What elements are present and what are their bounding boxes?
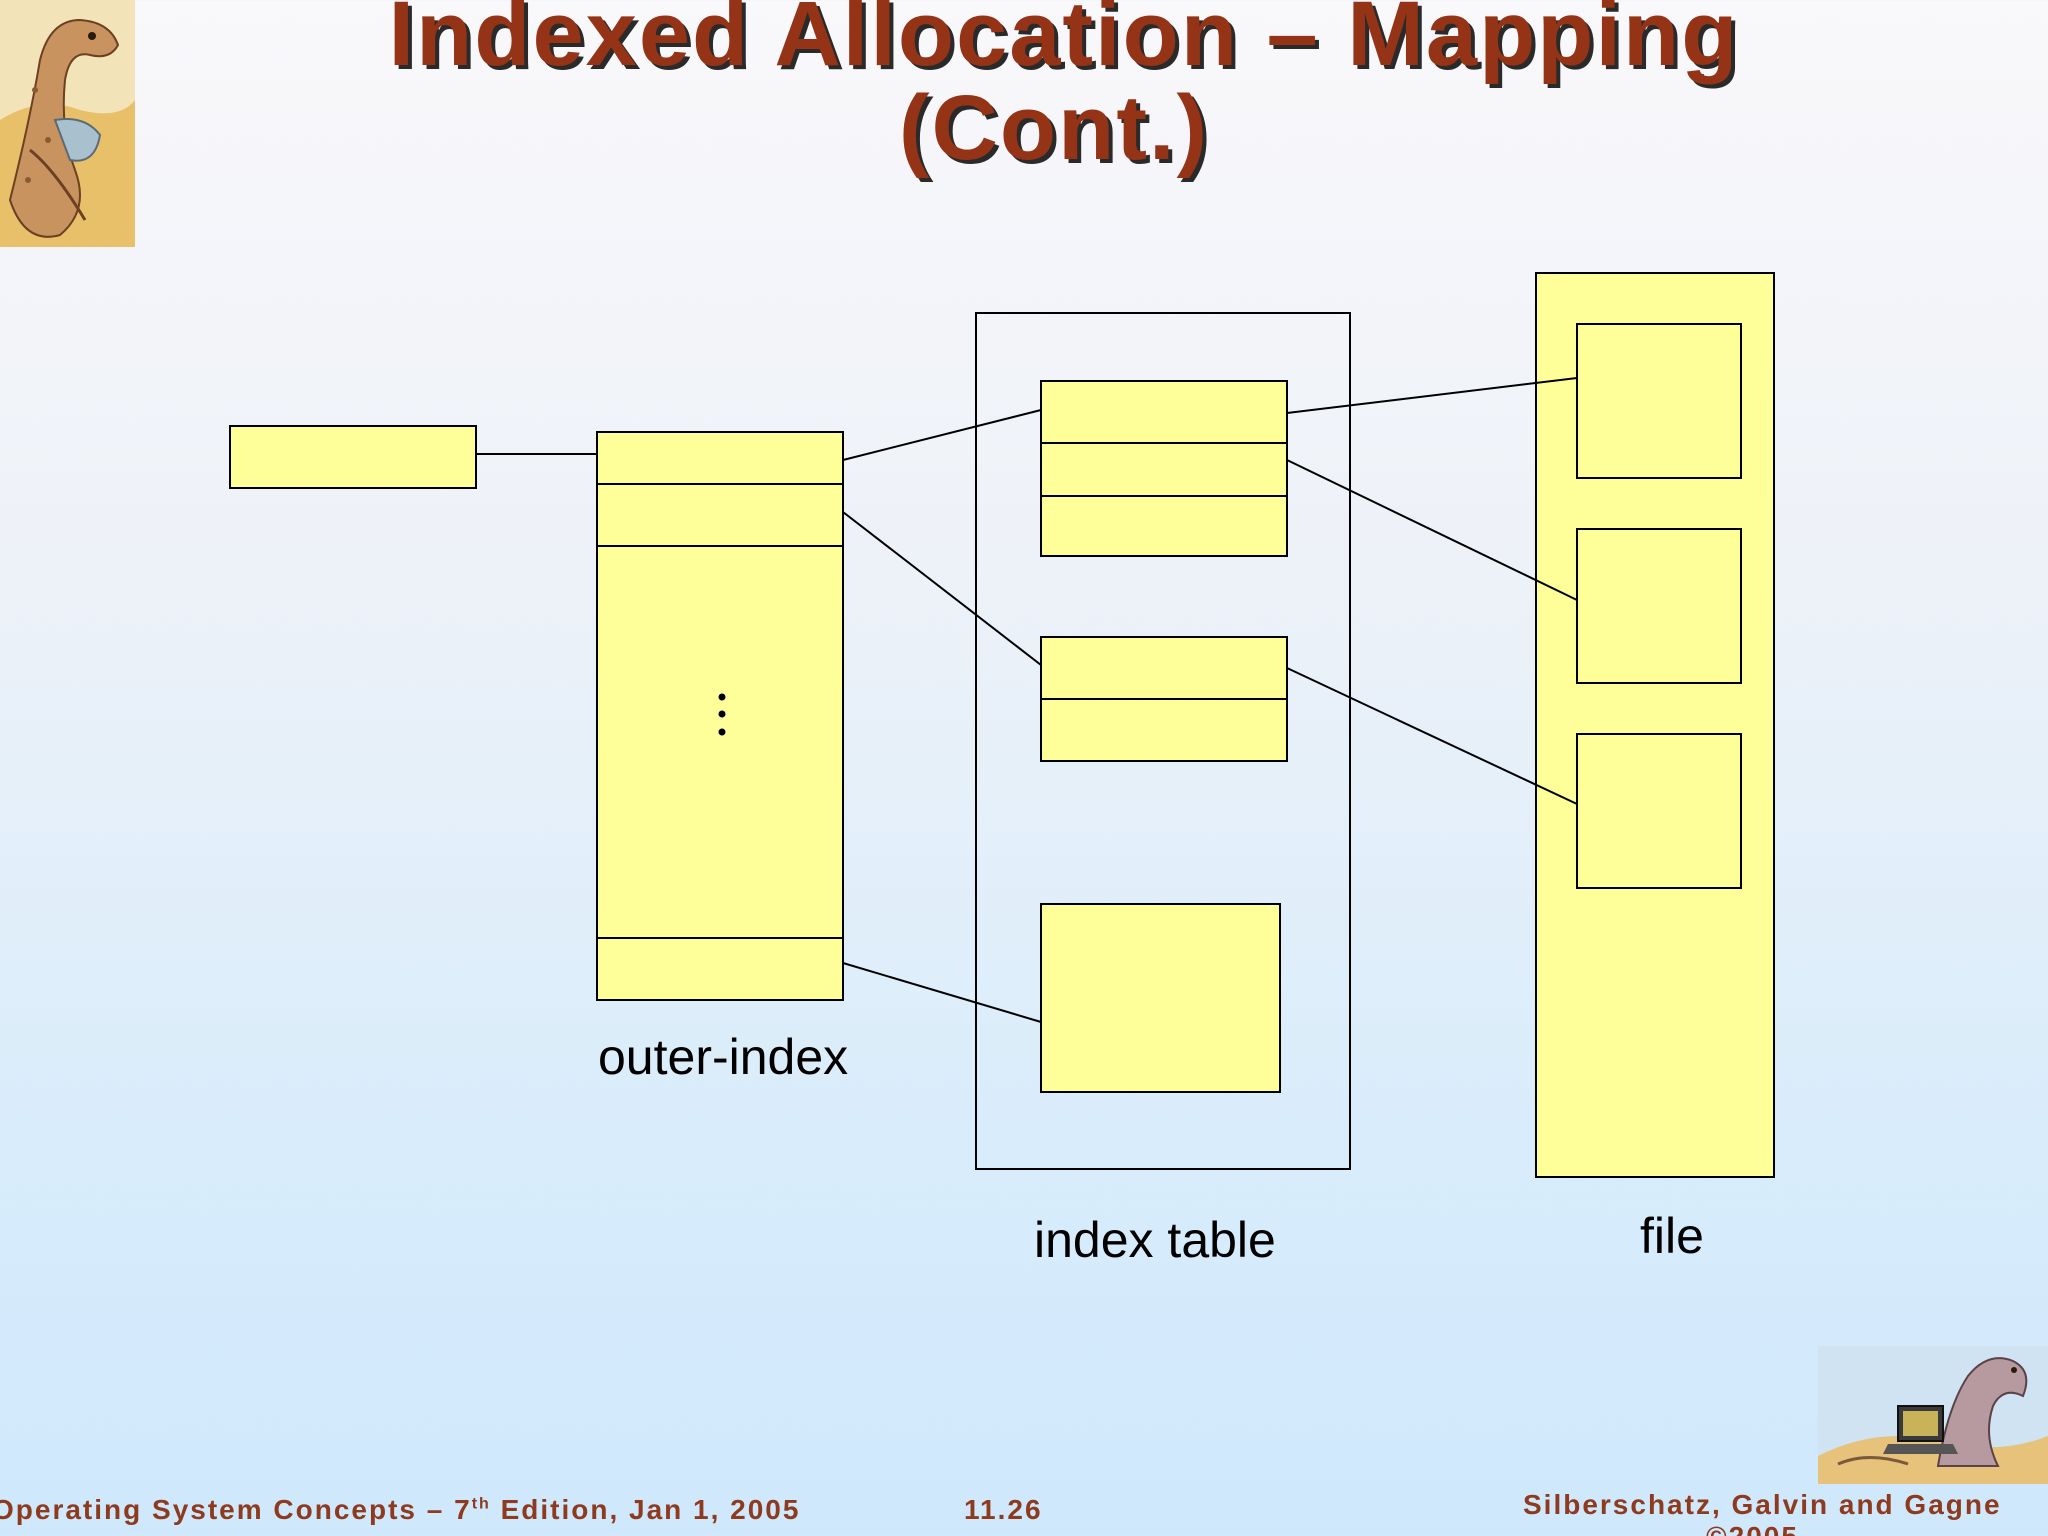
footer-page-number: 11.26 xyxy=(964,1494,1043,1526)
inner-index-entry-2b xyxy=(1041,699,1287,761)
file-label: file xyxy=(1640,1207,1704,1265)
outer-index-entry-last xyxy=(597,938,843,1000)
outer-index-label: outer-index xyxy=(598,1028,848,1086)
connector-inner1b-to-file2 xyxy=(1287,460,1577,600)
footer-authors: Silberschatz, Galvin and Gagne xyxy=(1523,1489,2002,1521)
footer-copyright: ©2005 xyxy=(1706,1521,1799,1536)
inner-index-entry-1c xyxy=(1041,496,1287,556)
connector-outerlast-to-inner3 xyxy=(843,963,1041,1022)
inner-index-entry-1b xyxy=(1041,443,1287,496)
file-block-3 xyxy=(1577,734,1741,888)
connector-outer1-to-inner1 xyxy=(843,410,1041,460)
footer-left: Operating System Concepts – 7th Edition,… xyxy=(0,1494,800,1526)
pointer-block xyxy=(230,426,476,488)
footer-book-title: Operating System Concepts – 7 xyxy=(0,1494,472,1525)
outer-index-entry-2 xyxy=(597,484,843,546)
file-block-1 xyxy=(1577,324,1741,478)
footer-edition-sup: th xyxy=(472,1496,491,1513)
connector-inner2a-to-file3 xyxy=(1287,668,1577,804)
connector-outer2-to-inner2 xyxy=(843,512,1041,665)
outer-index-entry-1 xyxy=(597,432,843,484)
footer-edition-date: Edition, Jan 1, 2005 xyxy=(491,1494,801,1525)
index-table-label: index table xyxy=(1034,1211,1276,1269)
file-block-2 xyxy=(1577,529,1741,683)
connector-inner1a-to-file1 xyxy=(1287,378,1577,413)
inner-index-entry-2a xyxy=(1041,637,1287,699)
inner-index-entry-1a xyxy=(1041,381,1287,443)
inner-index-block-3 xyxy=(1041,904,1280,1092)
